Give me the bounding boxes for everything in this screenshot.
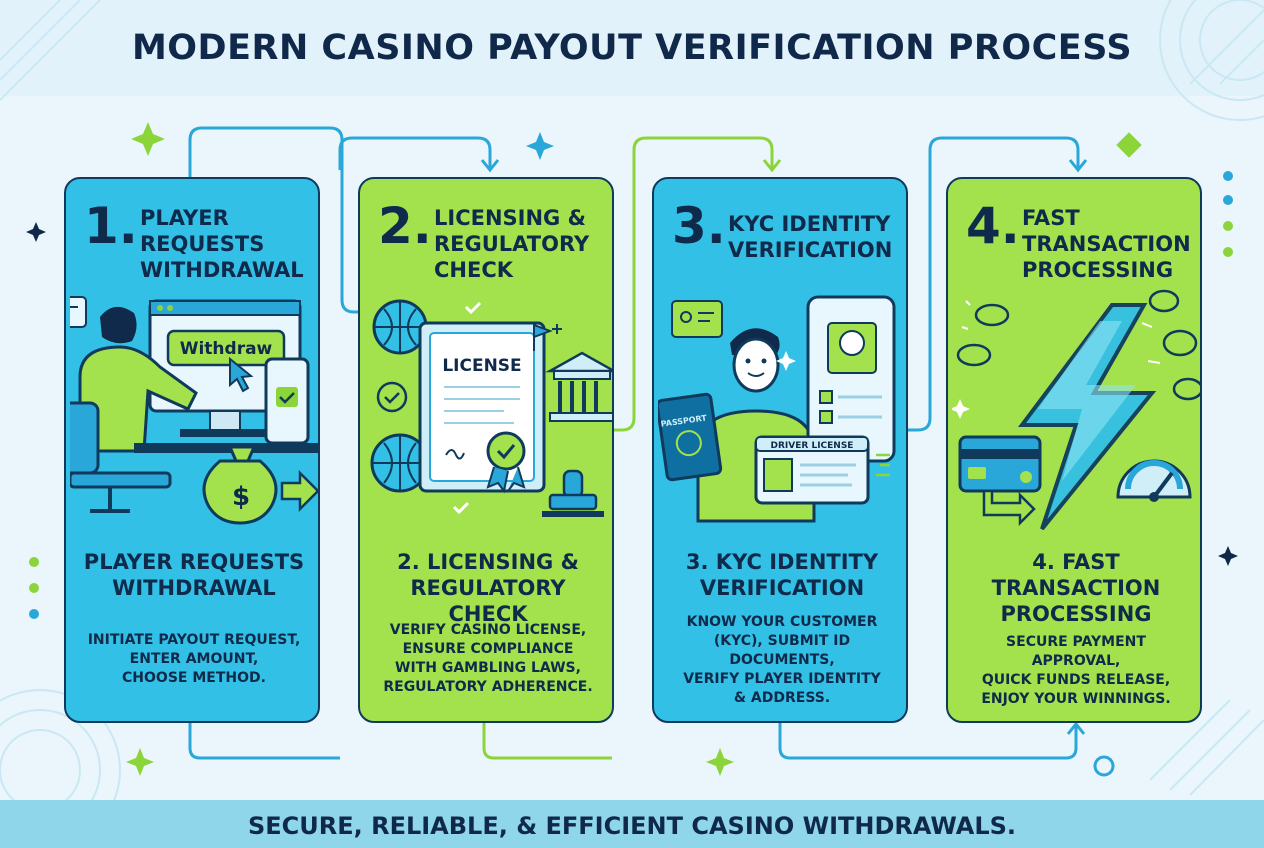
connector-arrows bbox=[188, 126, 1088, 760]
step-number: 1. bbox=[84, 197, 138, 255]
lightning-bolt-icon bbox=[1018, 303, 1157, 531]
license-illustration: LICENSE bbox=[370, 299, 612, 517]
check-circle-icon bbox=[376, 381, 408, 413]
courthouse-icon bbox=[533, 323, 612, 422]
svg-text:Withdraw: Withdraw bbox=[180, 339, 273, 359]
svg-text:DRIVER LICENSE: DRIVER LICENSE bbox=[771, 441, 854, 451]
step-heading: KYC IDENTITY VERIFICATION bbox=[728, 212, 893, 262]
speedometer-icon bbox=[1116, 459, 1192, 502]
person-icon bbox=[70, 306, 198, 513]
kyc-illustration: PASSPORT DRIVER LICENSE bbox=[658, 295, 896, 523]
footer-tagline: SECURE, RELIABLE, & EFFICIENT CASINO WIT… bbox=[247, 812, 1017, 840]
title-band bbox=[0, 0, 1264, 96]
step-subheading: 4. FAST TRANSACTION PROCESSING bbox=[991, 550, 1161, 626]
driver-license-icon: DRIVER LICENSE bbox=[754, 435, 870, 505]
chat-bubble-icon bbox=[70, 296, 87, 328]
step-card-3: 3. KYC IDENTITY VERIFICATION PASSPORT bbox=[652, 177, 908, 723]
license-certificate-icon: LICENSE bbox=[418, 321, 546, 493]
phone-icon bbox=[264, 357, 310, 445]
step-description: SECURE PAYMENT APPROVAL, QUICK FUNDS REL… bbox=[981, 634, 1171, 707]
step-number: 4. bbox=[966, 197, 1020, 255]
svg-text:LICENSE: LICENSE bbox=[442, 356, 521, 376]
footer-band bbox=[0, 800, 1264, 848]
passport-icon: PASSPORT bbox=[658, 392, 723, 482]
step-number: 2. bbox=[378, 197, 432, 255]
money-bag-icon: $ bbox=[202, 445, 278, 525]
transaction-illustration bbox=[952, 289, 1200, 531]
arrow-right-icon bbox=[280, 469, 318, 513]
step-heading: FAST TRANSACTION PROCESSING bbox=[1022, 206, 1191, 282]
id-card-icon bbox=[671, 300, 723, 338]
step-card-2: 2. LICENSING & REGULATORY CHECK LICENSE bbox=[358, 177, 614, 723]
coin-icon bbox=[956, 289, 1200, 401]
credit-card-icon bbox=[958, 435, 1042, 493]
step-card-4: 4. FAST TRANSACTION PROCESSING bbox=[946, 177, 1202, 723]
step-number: 3. bbox=[672, 197, 726, 255]
stamp-icon bbox=[542, 469, 604, 517]
step-subheading: 3. KYC IDENTITY VERIFICATION bbox=[685, 550, 879, 600]
step-subheading: 2. LICENSING & REGULATORY CHECK bbox=[397, 550, 579, 626]
step-description: KNOW YOUR CUSTOMER (KYC), SUBMIT ID DOCU… bbox=[683, 614, 881, 706]
step-subheading: PLAYER REQUESTS WITHDRAWAL bbox=[83, 550, 305, 600]
svg-text:$: $ bbox=[232, 482, 250, 512]
step-description: VERIFY CASINO LICENSE, ENSURE COMPLIANCE… bbox=[383, 622, 593, 695]
step-card-1: 1. PLAYER REQUESTS WITHDRAWAL Withdraw bbox=[64, 177, 320, 723]
withdraw-illustration: Withdraw $ bbox=[70, 296, 318, 525]
page-title: MODERN CASINO PAYOUT VERIFICATION PROCES… bbox=[131, 28, 1133, 68]
step-heading: PLAYER REQUESTS WITHDRAWAL bbox=[140, 206, 304, 282]
cursor-icon bbox=[229, 356, 254, 393]
step-description: INITIATE PAYOUT REQUEST, ENTER AMOUNT, C… bbox=[87, 632, 301, 686]
withdraw-button-graphic: Withdraw bbox=[166, 329, 286, 367]
globe-icon bbox=[372, 299, 428, 355]
step-heading: LICENSING & REGULATORY CHECK bbox=[434, 206, 590, 282]
seal-badge-icon bbox=[486, 431, 526, 494]
